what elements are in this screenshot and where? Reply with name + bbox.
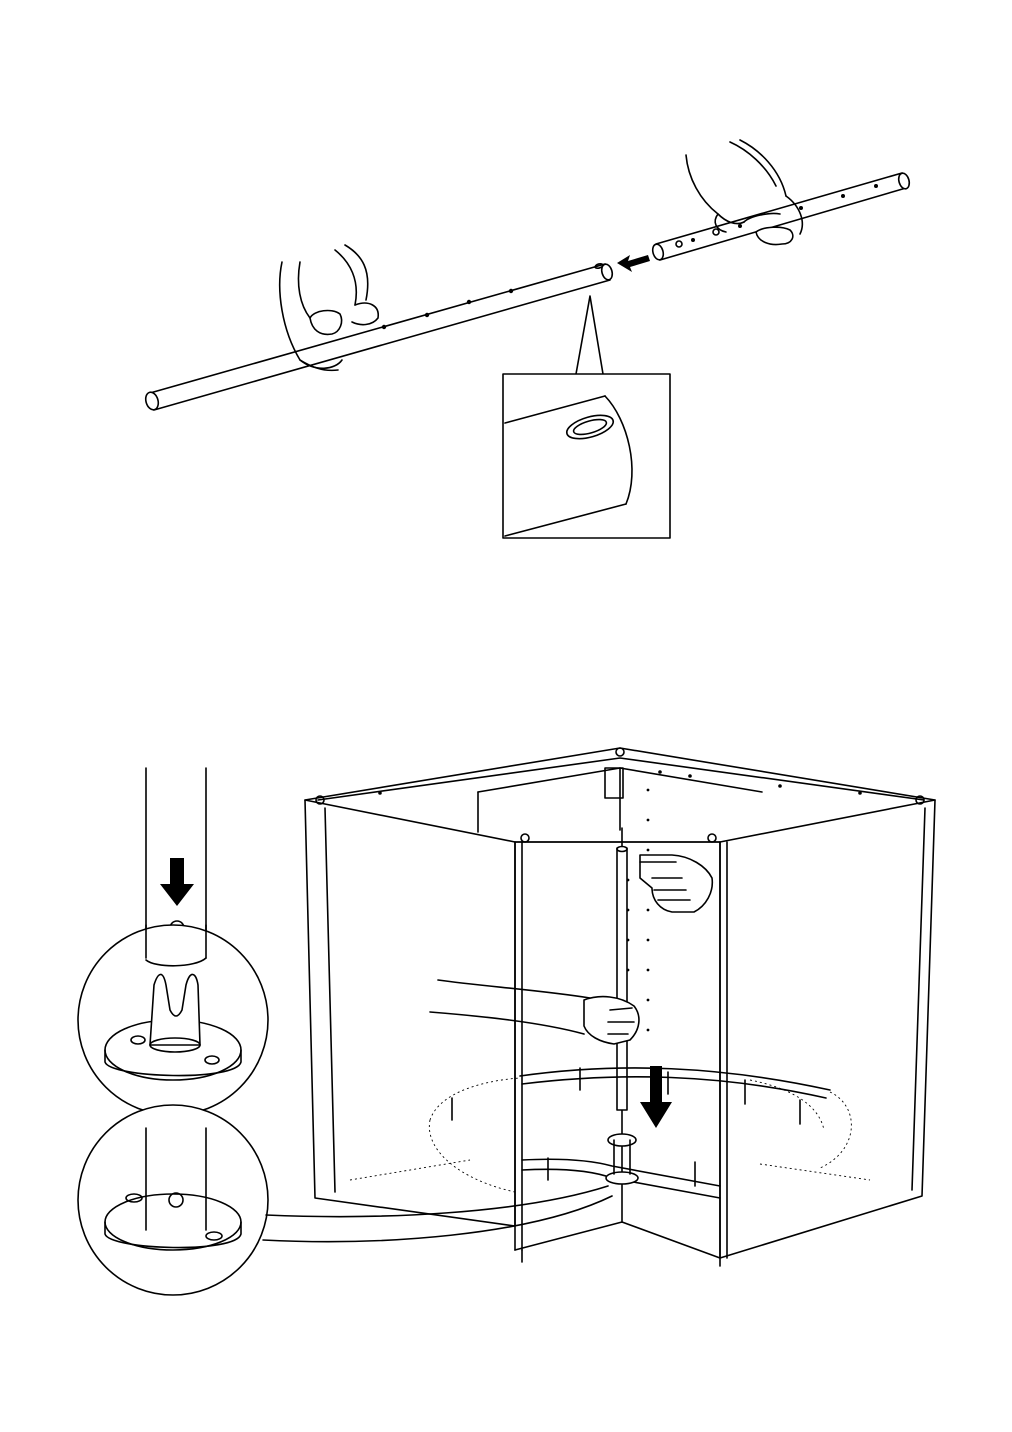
arrow-down-icon xyxy=(640,1066,672,1128)
left-hand-icon xyxy=(278,244,379,372)
peg-detail-icon xyxy=(77,924,269,1116)
plate-detail-icon xyxy=(77,1104,613,1296)
carousel-tray-icon xyxy=(428,1067,852,1199)
short-tube-icon xyxy=(651,172,911,261)
pointing-hand-icon xyxy=(639,854,714,913)
shelf-holes xyxy=(626,788,650,1032)
long-tube-icon xyxy=(144,262,614,411)
right-hand-icon xyxy=(685,139,804,246)
arrow-left-icon xyxy=(617,255,650,272)
step-10-illustration xyxy=(144,139,911,539)
pole-icon xyxy=(616,845,628,1111)
hand-icon xyxy=(429,979,640,1045)
detail-zoom-icon xyxy=(502,295,671,539)
step-11-illustration xyxy=(77,747,936,1296)
